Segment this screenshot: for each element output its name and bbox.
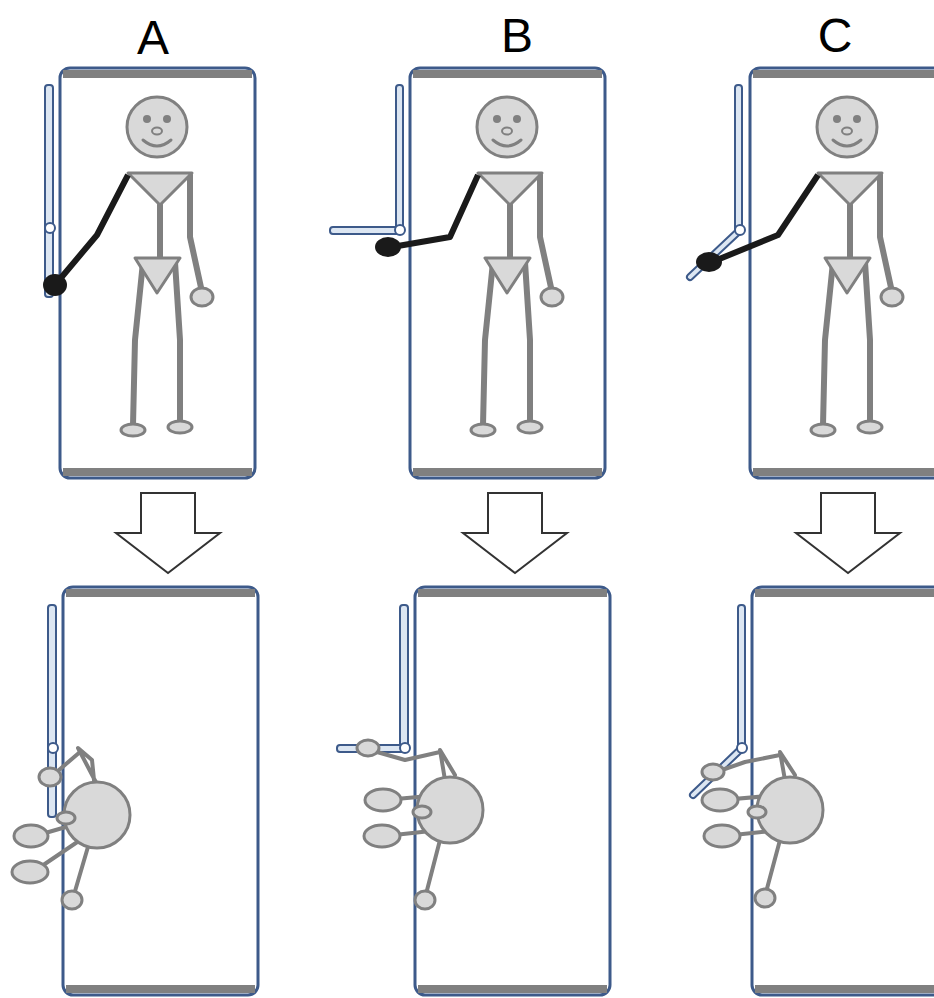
column-label: A <box>137 14 169 62</box>
column-label: B <box>501 12 533 60</box>
column-label: C <box>818 12 853 60</box>
